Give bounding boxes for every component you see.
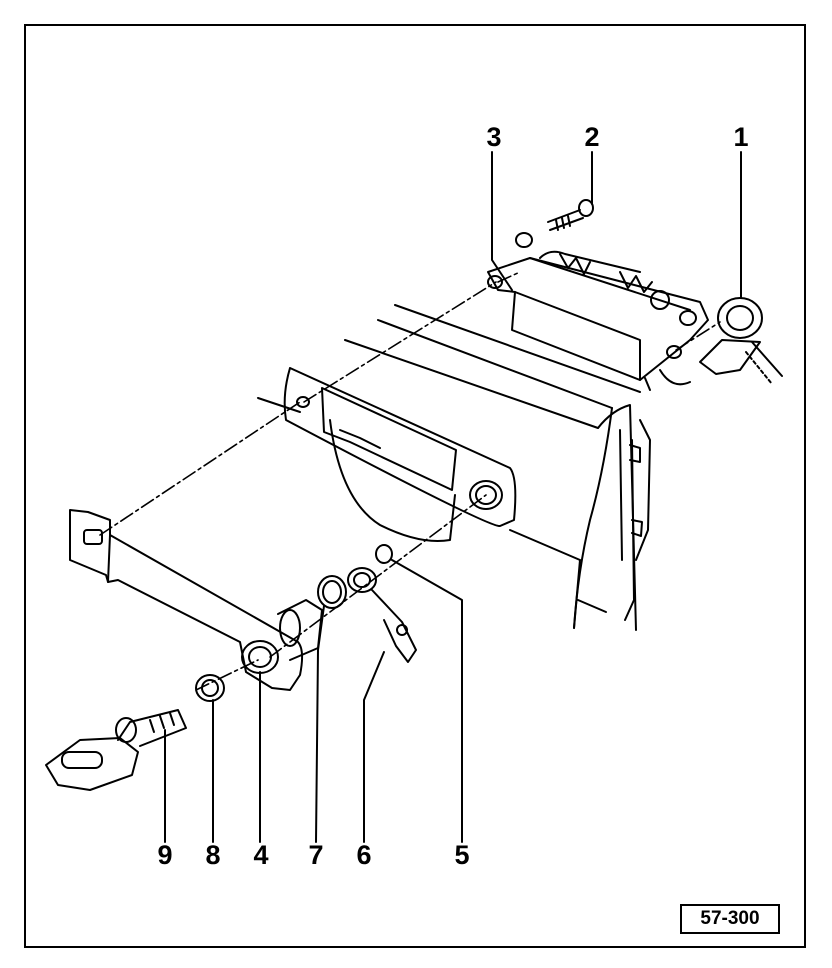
leader-lines [164, 151, 742, 843]
figure-frame [24, 24, 806, 948]
callout-2: 2 [584, 122, 600, 152]
handle-grip-part [487, 232, 709, 391]
callout-9: 9 [157, 840, 173, 870]
lock-lever-part [347, 567, 417, 663]
assembly-axes [99, 271, 721, 691]
retaining-clip-part [699, 297, 783, 385]
screw-part [547, 199, 594, 231]
lock-housing-part [277, 599, 323, 661]
callout-8: 8 [205, 840, 221, 870]
callout-1: 1 [733, 122, 749, 152]
spring-ring-part [317, 575, 347, 609]
callout-6: 6 [356, 840, 372, 870]
callout-3: 3 [486, 122, 502, 152]
small-clip-part [375, 544, 393, 564]
figure-reference-code: 57-300 [680, 904, 780, 934]
callout-4: 4 [253, 840, 269, 870]
outer-escutcheon-part [69, 509, 304, 691]
key-cylinder-part [45, 709, 187, 791]
callout-7: 7 [308, 840, 324, 870]
callout-5: 5 [454, 840, 470, 870]
ring-part [195, 674, 225, 702]
recess-plate [283, 367, 517, 542]
